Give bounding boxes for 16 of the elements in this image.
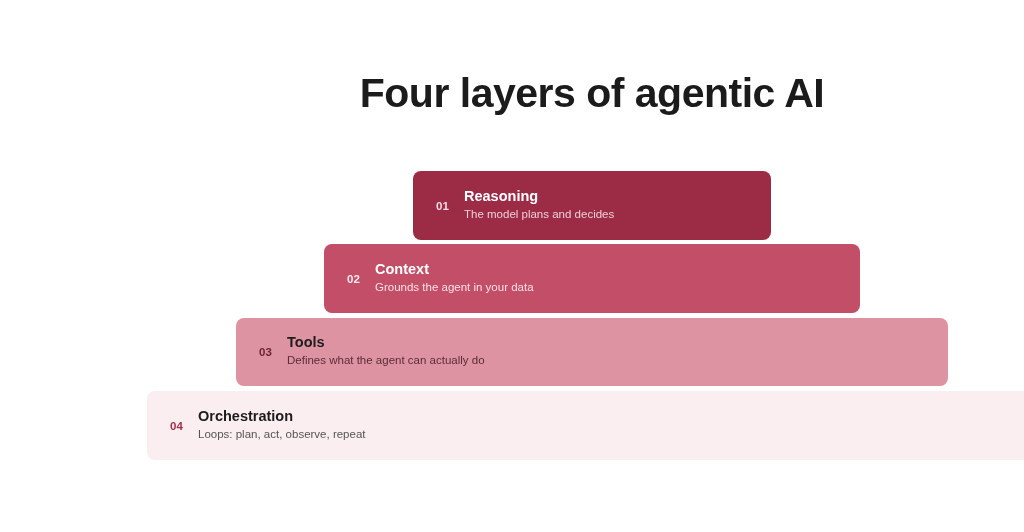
- layer-description: The model plans and decides: [464, 206, 615, 222]
- layer-band: [413, 171, 771, 240]
- diagram-title: Four layers of agentic AI: [358, 70, 826, 116]
- layer-number: 02: [347, 271, 360, 286]
- layer-title: Tools: [287, 334, 326, 351]
- layer-title: Reasoning: [464, 187, 540, 205]
- layer-number: 01: [436, 198, 449, 213]
- layer-description: Defines what the agent can actually do: [287, 353, 485, 368]
- layer-number: 03: [259, 345, 272, 359]
- layer-title: Context: [375, 260, 430, 278]
- layer-description: Grounds the agent in your data: [375, 279, 534, 295]
- layer-description: Loops: plan, act, observe, repeat: [198, 426, 366, 442]
- layer-band: [236, 318, 948, 386]
- layer-band: [324, 244, 860, 313]
- layer-title: Orchestration: [198, 407, 295, 425]
- layer-number: 04: [170, 418, 183, 433]
